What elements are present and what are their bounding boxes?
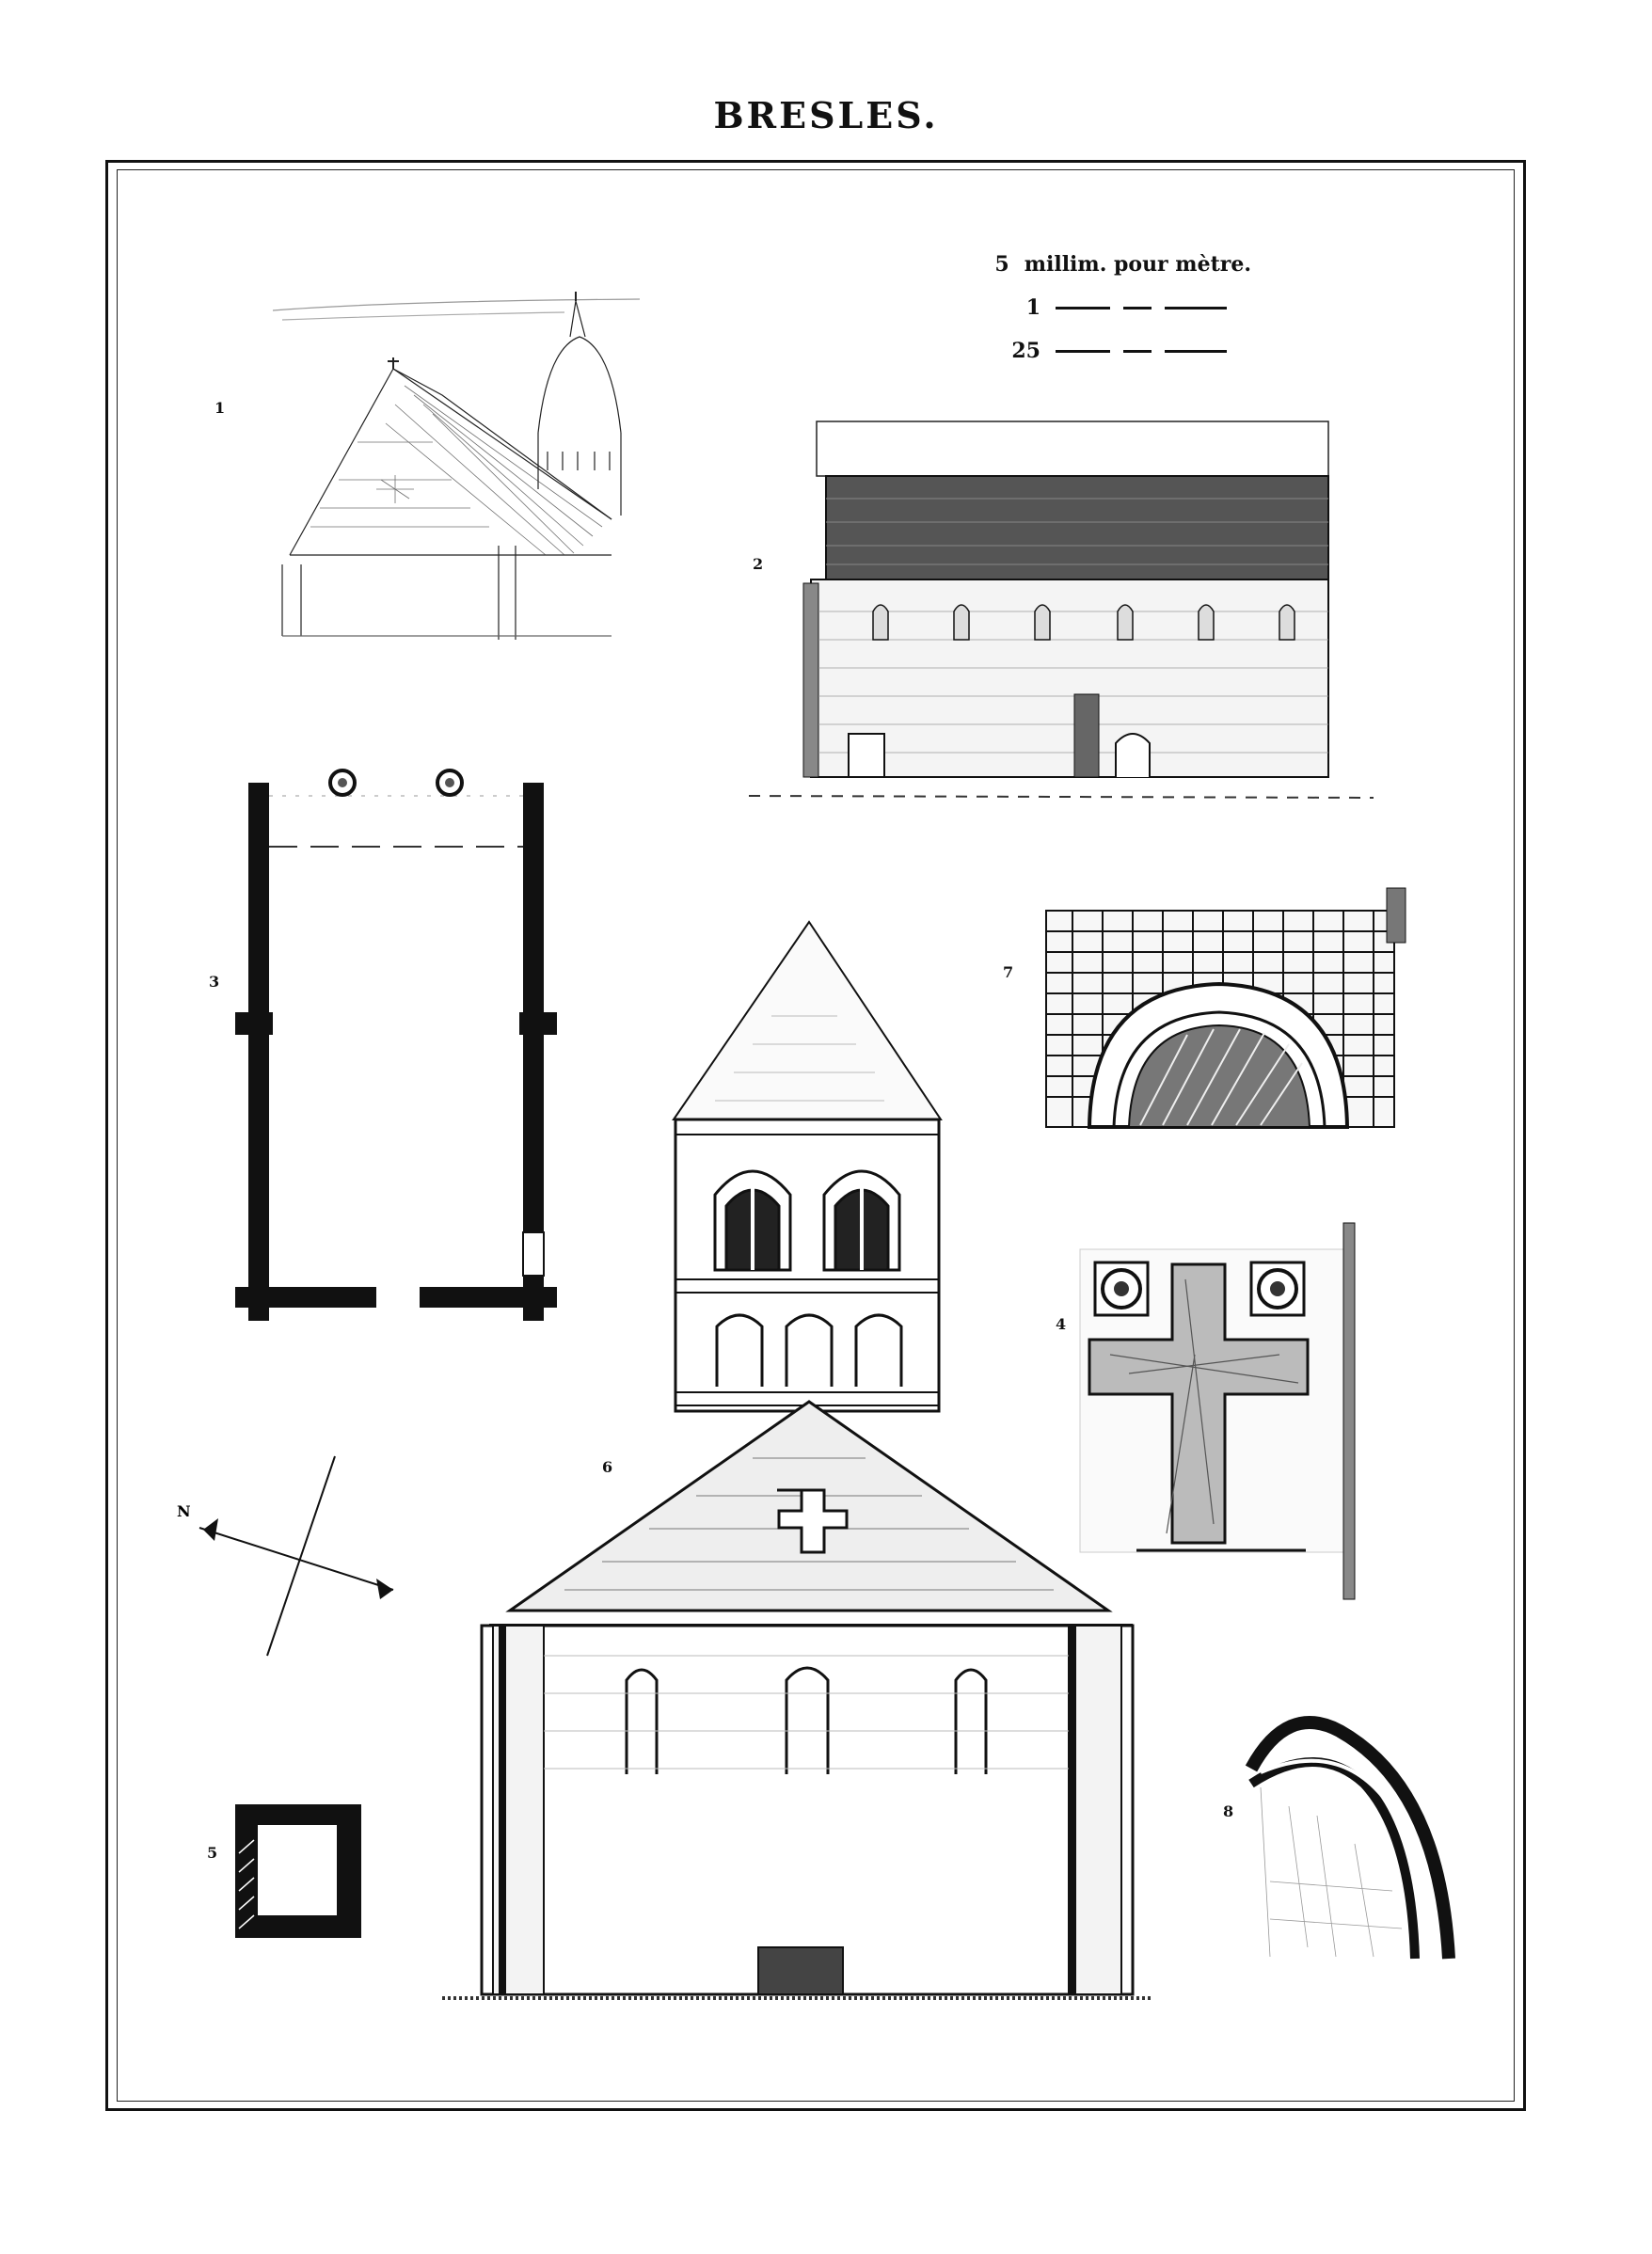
plate-frame-outer (105, 160, 1526, 2111)
figure-number-3: 3 (209, 973, 220, 991)
north-arrow-letter: N (177, 1502, 191, 1520)
scale-dash (1123, 349, 1152, 353)
figure-number-2: 2 (753, 555, 764, 573)
plate-title: BRESLES. (713, 94, 939, 136)
scale-dash (1056, 349, 1110, 353)
figure-number-7: 7 (1003, 963, 1014, 981)
scale-row-value: 5 (994, 252, 1009, 277)
scale-legend: 5 millim. pour mètre. 1 25 (894, 243, 1251, 373)
figure-number-4: 4 (1056, 1315, 1067, 1333)
scale-dash (1123, 306, 1152, 310)
figure-number-6: 6 (602, 1458, 613, 1476)
scale-dash (1165, 349, 1227, 353)
scale-row-value: 25 (1011, 339, 1040, 363)
scale-row: 5 millim. pour mètre. (894, 243, 1251, 286)
figure-number-1: 1 (214, 399, 226, 417)
figure-number-8: 8 (1223, 1802, 1234, 1820)
scale-row: 25 (894, 329, 1251, 373)
scale-dash (1056, 306, 1110, 310)
scale-dash (1165, 306, 1227, 310)
figure-number-5: 5 (207, 1844, 218, 1862)
scale-row: 1 (894, 286, 1251, 329)
plate-frame-inner (117, 169, 1515, 2102)
scale-row-value: 1 (1025, 295, 1040, 320)
scale-row-unit: millim. pour mètre. (1024, 252, 1251, 277)
